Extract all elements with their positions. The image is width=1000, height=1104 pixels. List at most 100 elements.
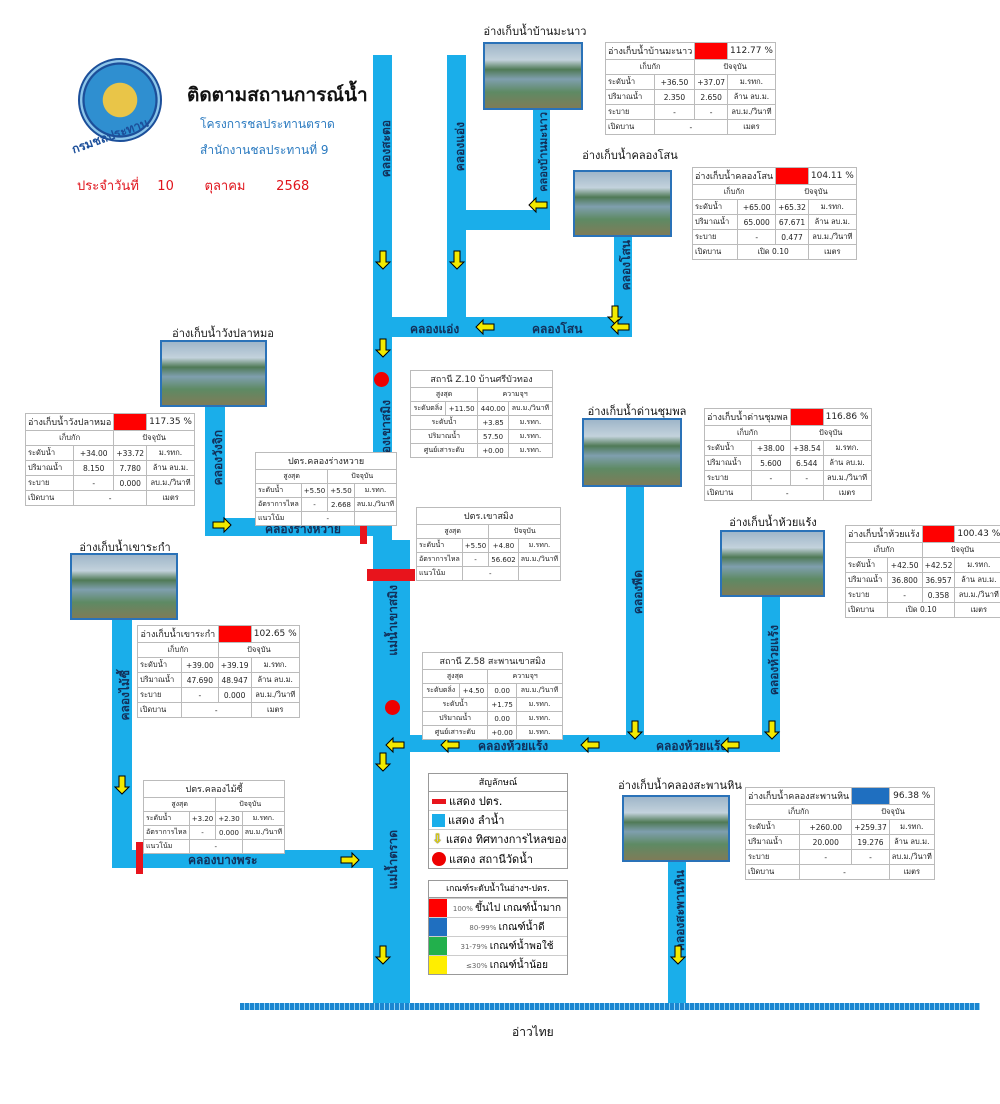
cell: เปิดบาน [845,602,888,618]
cell: 0.000 [215,825,243,840]
cell: +37.07 [694,74,729,90]
reservoir-name: อ่างเก็บน้ำเขาระกำ [137,625,219,643]
cell: ลบ.ม./วินาที [954,587,1000,603]
cell: ระดับน้ำ [24,445,75,461]
cell: 0.000 [217,687,252,703]
cell [353,511,398,526]
table-row: ระบาย--ลบ.ม./วินาที [605,104,776,120]
cell: 0.000 [113,475,148,491]
table-row: เก็บกักปัจจุบัน [604,59,776,75]
gate-table: ปตร.เขาสมิงสูงสุดปัจจุบันระดับน้ำ+5.50+4… [415,507,562,581]
gate-rangwai-marker[interactable] [360,514,367,544]
reservoir-photo [160,340,267,407]
cell: ระบาย [744,849,801,865]
label-sano-h: คลองโสน [532,322,583,336]
gate-maisi-marker[interactable] [136,842,143,874]
reservoir-title: อ่างเก็บน้ำเขาระกำ [79,541,171,554]
level-swatch [113,413,148,431]
header-storage: เก็บกัก [137,642,219,658]
flow-arrow-icon [580,736,600,754]
cell: ม.รทก. [241,811,286,826]
cell: +2.30 [215,811,243,826]
cell: ระบาย [24,475,75,491]
criteria-swatch [429,956,447,974]
label-sea: อ่าวไทย [512,1025,554,1039]
table-row: เก็บกักปัจจุบัน [704,425,872,441]
cell: ล้าน ลบ.ม. [807,214,857,230]
cell: 7.780 [113,460,148,476]
header-capacity: ความจุฯ [477,387,553,402]
cell: - [188,839,243,854]
cell: แนวโน้ม [255,511,302,526]
flow-arrow-icon [610,318,630,336]
criteria-swatch [429,918,447,936]
table-row: เก็บกักปัจจุบัน [24,430,195,446]
cell: ระดับน้ำ [704,440,752,456]
cell: +65.32 [775,199,809,215]
cell: เปิดบาน [704,485,752,501]
gate-symbol-icon [432,798,446,804]
gate-table: ปตร.คลองไม้ซี้สูงสุดปัจจุบันระดับน้ำ+3.2… [142,780,286,854]
station-z10-marker[interactable] [374,372,389,387]
station-z58-marker[interactable] [385,700,400,715]
header-storage: เก็บกัก [691,184,777,200]
cell: ลบ.ม./วินาที [507,401,554,416]
criteria-swatch [429,937,447,955]
percent-value: 117.35 % [146,413,195,431]
level-swatch [217,625,252,643]
reservoir-name: อ่างเก็บน้ำคลองโสน [691,167,777,185]
gate-khaosaming-marker[interactable] [367,569,415,581]
cell: ม.รทก. [507,443,554,458]
label-saphanhin: คลองสะพานหิน [673,870,687,952]
river-aeng-vertical [447,55,466,335]
cell: +65.00 [737,199,777,215]
label-phit: คลองพีด [631,570,645,615]
legend-item: แสดง ปตร. [449,795,503,808]
percent-value: 102.65 % [250,625,300,643]
river-wangchik [205,405,225,536]
table-row: เปิดบาน-เมตร [605,119,776,135]
cell: เมตร [822,485,872,501]
river-huairaeng [762,596,780,752]
cell: ลบ.ม./วินาที [807,229,857,245]
reservoir-title: อ่างเก็บน้ำคลองสะพานหิน [618,779,742,792]
cell [241,839,286,854]
cell: 36.957 [921,572,956,588]
cell: +42.50 [886,557,923,573]
cell: 8.150 [73,460,115,476]
flow-arrow-icon [113,775,131,795]
cell: ระบาย [691,229,739,245]
station-title: สถานี Z.10 บ้านศรีบัวทอง [410,370,553,388]
cell: +3.20 [188,811,217,826]
criteria-box: เกณฑ์ระดับน้ำในอ่างฯ-ปตร. 100% ขึ้นไป เก… [428,880,568,975]
cell: +38.00 [750,440,791,456]
cell: - [886,587,923,603]
cell: - [799,864,890,880]
table-row: เปิดบาน-เมตร [137,702,300,718]
river-phit [626,485,644,752]
cell: ม.รทก. [507,429,554,444]
header-storage: เก็บกัก [704,425,791,441]
flow-arrow-icon [374,752,392,772]
label-huairaeng-v: คลองห้วยแร้ง [767,625,781,696]
flow-arrow-icon [374,250,392,270]
cell: ระบาย [137,687,182,703]
date-year: 2568 [276,179,310,194]
gate-title: ปตร.เขาสมิง [415,507,562,525]
cell: 5.600 [750,455,791,471]
river-aeng-horizontal [373,317,632,337]
cell: ล้าน ลบ.ม. [250,672,300,688]
cell: ลบ.ม./วินาที [241,825,286,840]
cell: ปริมาณน้ำ [24,460,75,476]
cell: 0.477 [775,229,809,245]
